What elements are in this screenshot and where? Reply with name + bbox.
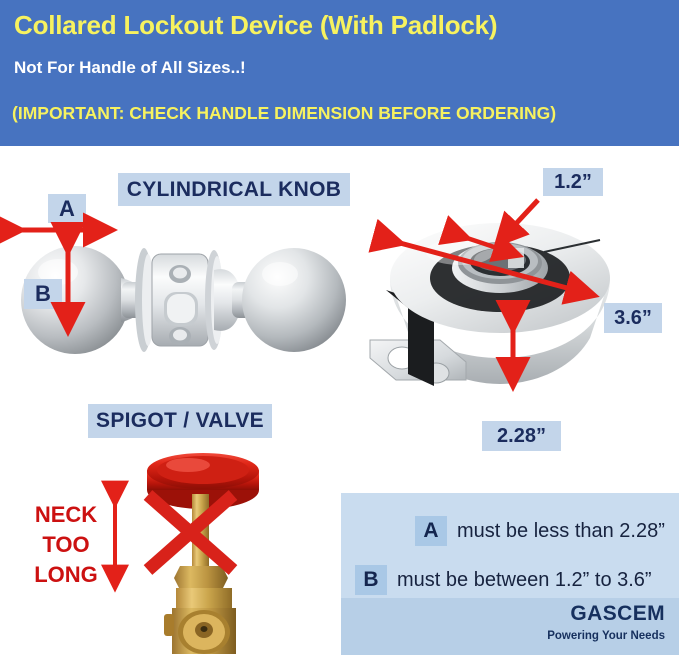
header-subtitle-important: (IMPORTANT: CHECK HANDLE DIMENSION BEFOR…	[12, 103, 557, 123]
neck-warning-line-1: NECK	[34, 502, 98, 527]
lockout-device-illustration	[368, 190, 633, 415]
neck-warning-line-3: LONG	[34, 562, 98, 587]
spec-key-a: A	[415, 516, 447, 546]
cylindrical-knob-caption: CYLINDRICAL KNOB	[118, 173, 350, 206]
brand-strip: GASCEM Powering Your Needs	[341, 598, 679, 655]
spigot-valve-illustration	[128, 450, 293, 655]
dimension-a-label: A	[48, 194, 86, 223]
dimension-bore-label: 1.2”	[543, 168, 603, 196]
header-banner: Collared Lockout Device (With Padlock) N…	[0, 0, 679, 146]
spec-key-b: B	[355, 565, 387, 595]
brand-name: GASCEM	[570, 602, 665, 625]
neck-warning-line-2: TOO	[42, 532, 90, 557]
spec-row-a: A must be less than 2.28”	[415, 516, 665, 546]
neck-too-long-warning: NECK TOO LONG	[20, 500, 112, 590]
brand-tagline: Powering Your Needs	[547, 630, 665, 642]
dimension-height-label: 2.28”	[482, 421, 561, 451]
header-subtitle-primary: Not For Handle of All Sizes..!	[14, 58, 246, 77]
specification-panel: A must be less than 2.28” B must be betw…	[341, 493, 679, 655]
dimension-b-label: B	[24, 279, 62, 309]
spec-row-b: B must be between 1.2” to 3.6”	[355, 565, 652, 595]
spec-text-a: must be less than 2.28”	[457, 519, 665, 542]
page-title: Collared Lockout Device (With Padlock)	[14, 10, 498, 40]
dimension-diameter-label: 3.6”	[604, 303, 662, 333]
cylindrical-knob-illustration	[18, 230, 348, 375]
spigot-valve-caption: SPIGOT / VALVE	[88, 404, 272, 438]
spec-text-b: must be between 1.2” to 3.6”	[397, 568, 652, 591]
